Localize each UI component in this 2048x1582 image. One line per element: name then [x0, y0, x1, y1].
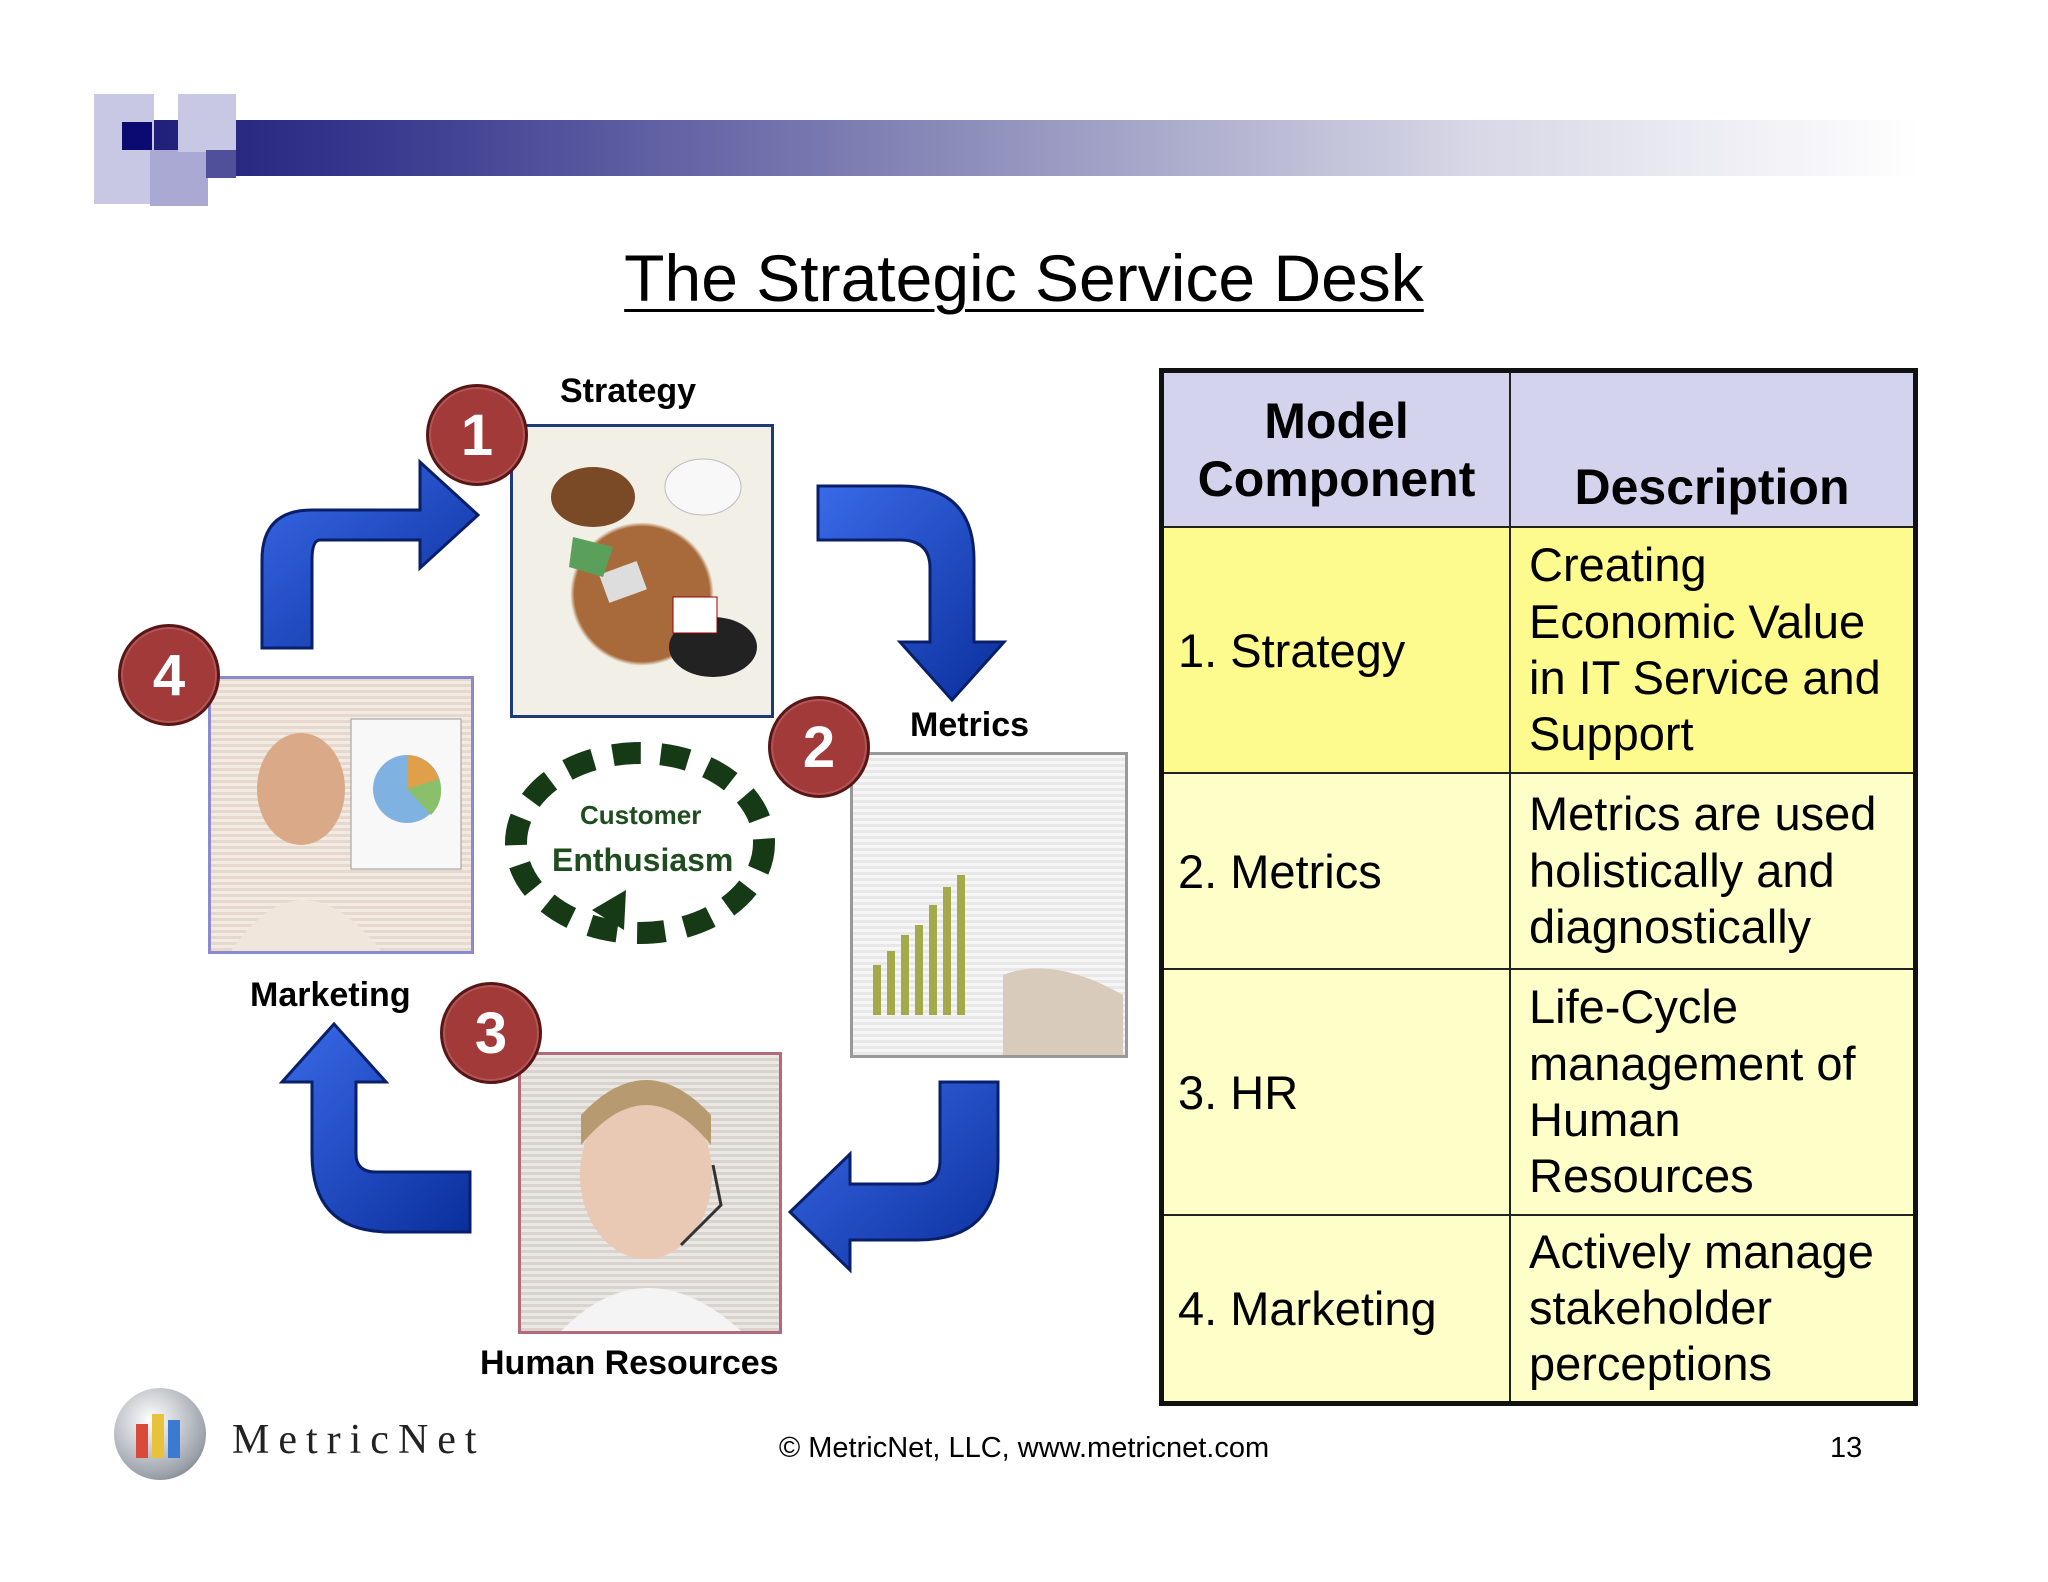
label-metrics: Metrics [910, 706, 1030, 744]
arrow-metrics-to-hr [787, 1080, 1000, 1274]
component-cell: 1. Strategy [1160, 526, 1511, 774]
metricnet-logo-text: MetricNet [232, 1417, 486, 1463]
arrow-hr-to-marketing [278, 1021, 472, 1234]
strategy-photo [510, 424, 774, 718]
badge-2: 2 [768, 696, 870, 798]
component-cell: 4. Marketing [1160, 1214, 1511, 1404]
description-cell: Creating Economic Value in IT Service an… [1509, 526, 1917, 774]
arrow-marketing-to-strategy [260, 458, 481, 650]
metrics-photo [850, 752, 1128, 1058]
headset-agent-illustration [561, 1080, 741, 1331]
label-marketing: Marketing [250, 976, 411, 1014]
center-label-customer: Customer [580, 800, 702, 830]
badge-4: 4 [118, 624, 220, 726]
header-description: Description [1509, 369, 1917, 528]
table-row: 1. Strategy Creating Economic Value in I… [1160, 526, 1917, 774]
hr-photo [518, 1052, 782, 1334]
center-label-enthusiasm: Enthusiasm [552, 842, 734, 878]
table-row: 2. Metrics Metrics are used holistically… [1160, 772, 1917, 970]
description-cell: Metrics are used holistically and diagno… [1509, 772, 1917, 970]
ring-arrowhead [592, 890, 626, 930]
badge-1: 1 [426, 384, 528, 486]
label-human-resources: Human Resources [480, 1344, 779, 1382]
arrow-strategy-to-metrics [816, 484, 1008, 703]
component-cell: 2. Metrics [1160, 772, 1511, 970]
table-row: 3. HR Life-Cycle management of Human Res… [1160, 968, 1917, 1216]
header-model-component: Model Component [1160, 369, 1511, 528]
description-cell: Life-Cycle management of Human Resources [1509, 968, 1917, 1216]
bar-chart-illustration [873, 875, 1123, 1055]
component-cell: 3. HR [1160, 968, 1511, 1216]
slide-title: The Strategic Service Desk [624, 241, 1424, 315]
customer-enthusiasm-ring [505, 742, 775, 944]
presentation-illustration [231, 718, 462, 951]
meeting-illustration [551, 458, 757, 677]
label-strategy: Strategy [560, 372, 697, 410]
model-component-table: Model Component Description 1. Strategy … [1159, 368, 1918, 1406]
description-cell: Actively manage stakeholder perceptions [1509, 1214, 1917, 1404]
copyright-footer: © MetricNet, LLC, www.metricnet.com [778, 1432, 1270, 1464]
badge-3: 3 [440, 982, 542, 1084]
table-row: 4. Marketing Actively manage stakeholder… [1160, 1214, 1917, 1404]
cycle-arrows [260, 458, 1008, 1274]
marketing-photo [208, 676, 474, 954]
metricnet-logo-icon [114, 1388, 206, 1480]
page-number: 13 [1830, 1432, 1863, 1464]
header-gradient-bar [120, 120, 1920, 176]
